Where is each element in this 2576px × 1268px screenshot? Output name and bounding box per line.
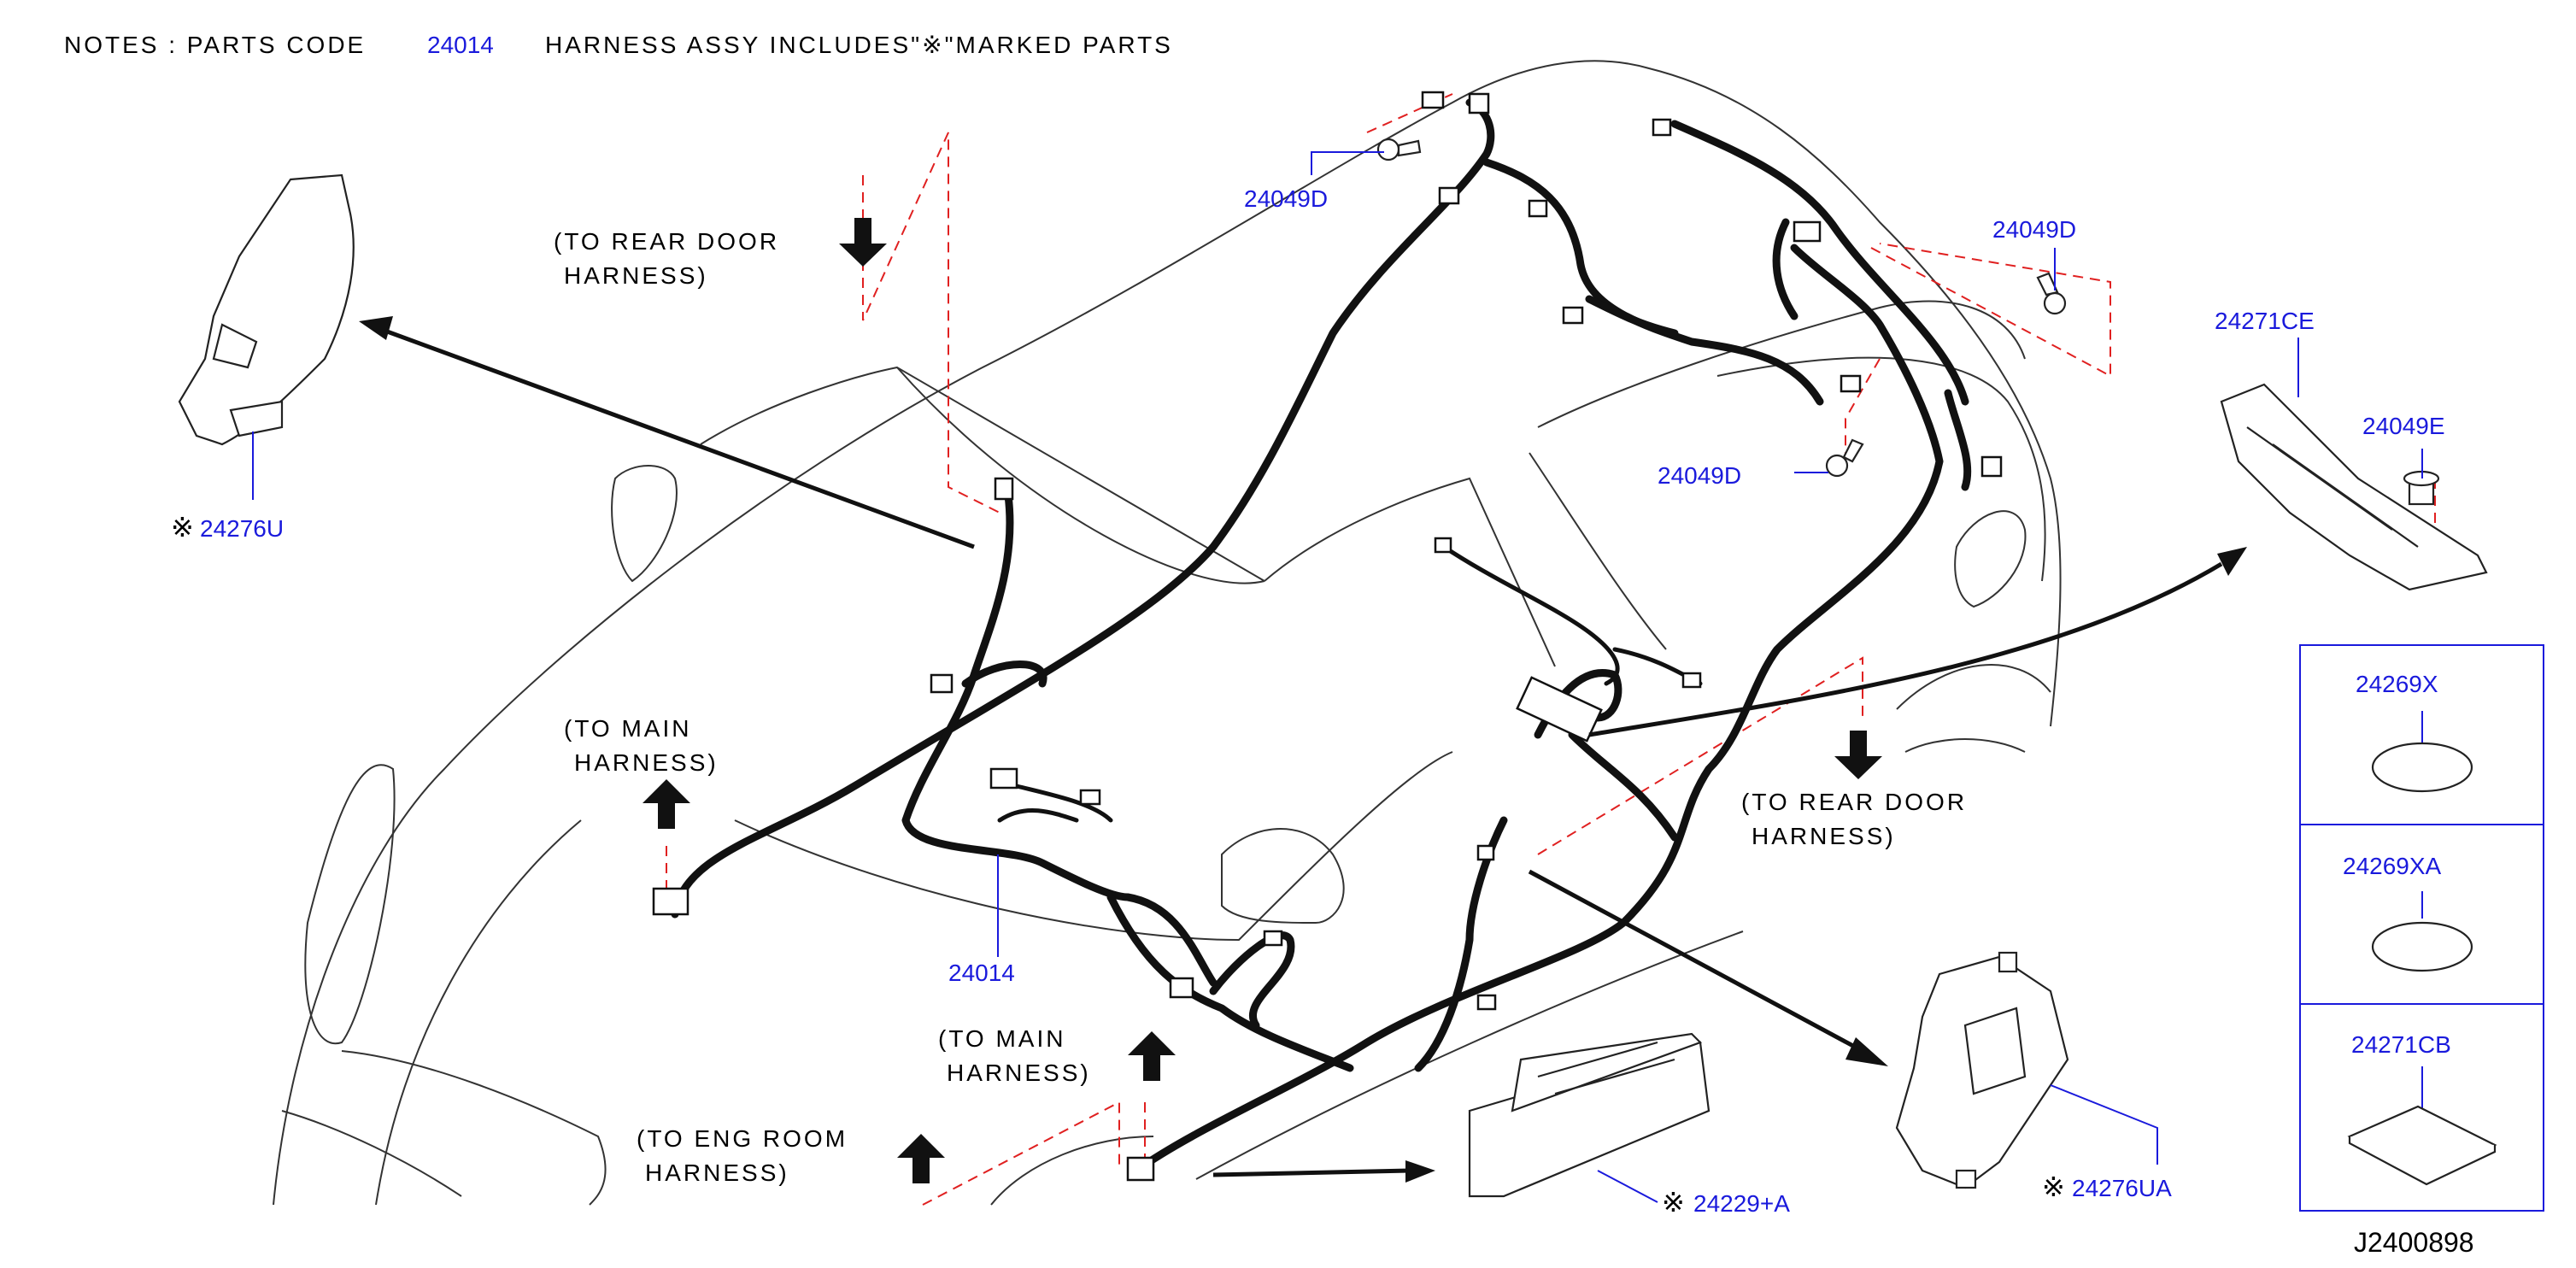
part-24271CE [2220, 383, 2488, 591]
label-24276UA: 24276UA [2072, 1175, 2172, 1201]
connector-mid-3 [1681, 672, 1702, 689]
part-leaders [252, 151, 2423, 1203]
bolt-24049D-a [1376, 138, 1422, 161]
notes-parts-code: 24014 [427, 32, 494, 58]
plug-24269XA [2371, 921, 2473, 972]
mark-24229A: ※ [1662, 1187, 1685, 1218]
to-main-1-line1: (TO MAIN [564, 715, 691, 742]
notes-prefix: NOTES : PARTS CODE [64, 32, 366, 58]
connector-cabin-6 [1476, 994, 1497, 1011]
arrow-head-to-24276U [359, 316, 393, 340]
connector-rear-4 [1980, 455, 2003, 478]
label-24049E: 24049E [2362, 413, 2445, 439]
connector-front-2 [930, 673, 954, 694]
label-24276U: 24276U [200, 515, 284, 542]
to-rear-door-1-line1: (TO REAR DOOR [554, 228, 779, 255]
arrow-head-to-24271CE [2217, 547, 2247, 576]
part-numbers: ※ 24276U 24049D 24049D 24049D 24271CE 24… [171, 185, 2445, 1218]
to-main-2-line2: HARNESS) [947, 1060, 1091, 1086]
clip-24049E [2403, 470, 2440, 506]
harness-connectors [652, 91, 2003, 1182]
to-rear-door-2-line2: HARNESS) [1752, 823, 1896, 849]
parts-panel: 24269X 24269XA 24271CB [2299, 644, 2544, 1212]
connector-rear-2 [1793, 220, 1822, 243]
parts-panel-frame [2299, 644, 2544, 1212]
notes-header: NOTES : PARTS CODE 24014 HARNESS ASSY IN… [64, 32, 1173, 58]
connector-cabin-4 [1263, 930, 1283, 947]
arrow-up-main-2 [1128, 1031, 1176, 1081]
connector-roof-4 [1528, 199, 1548, 218]
connector-roof-2 [1468, 92, 1490, 114]
label-24014: 24014 [948, 960, 1015, 986]
to-eng-room-line1: (TO ENG ROOM [637, 1125, 848, 1152]
label-24271CE: 24271CE [2215, 308, 2315, 334]
connector-cabin-3 [1169, 977, 1194, 999]
diagram-id: J2400898 [2354, 1227, 2474, 1258]
wiring-harness [671, 98, 1972, 1175]
connection-callouts: (TO REAR DOOR HARNESS) (TO MAIN HARNESS)… [554, 228, 1967, 1186]
connector-roof-1 [1421, 91, 1445, 109]
connector-mid-2 [1434, 537, 1452, 554]
part-24276UA [1895, 951, 2069, 1189]
car-body-outline [273, 60, 2062, 1206]
label-24269XA: 24269XA [2343, 853, 2442, 879]
arrow-down-rear-door-2 [1834, 731, 1882, 779]
label-24049D-c: 24049D [1658, 462, 1741, 489]
mark-24276UA: ※ [2042, 1171, 2065, 1202]
mark-24276U: ※ [171, 512, 194, 543]
to-rear-door-2-line1: (TO REAR DOOR [1741, 789, 1967, 815]
part-24229A [1468, 1032, 1710, 1198]
bolt-24049D-b [2036, 272, 2067, 315]
connector-rear-3 [1840, 374, 1862, 393]
notes-suffix: HARNESS ASSY INCLUDES"※"MARKED PARTS [545, 32, 1173, 58]
arrow-head-to-24229A [1405, 1160, 1435, 1183]
connector-eng-room [1126, 1156, 1155, 1182]
to-eng-room-line2: HARNESS) [645, 1159, 789, 1186]
connector-mid-1 [1562, 306, 1584, 325]
connector-roof-3 [1438, 186, 1460, 205]
to-main-1-line2: HARNESS) [574, 749, 719, 776]
connector-front-1 [994, 477, 1014, 501]
arrow-up-main-1 [643, 779, 690, 829]
label-24271CB: 24271CB [2351, 1031, 2451, 1058]
direction-arrows [359, 218, 2247, 1183]
connector-center-bracket [1516, 676, 1603, 743]
label-24049D-a: 24049D [1244, 185, 1328, 212]
arrow-down-rear-door-1 [839, 218, 887, 267]
bolt-24049D-c [1825, 438, 1864, 478]
label-24049D-b: 24049D [1992, 216, 2076, 243]
connector-cabin-2 [1079, 789, 1101, 806]
plug-24269X [2371, 742, 2473, 793]
dashed-guides [666, 93, 2436, 1206]
to-rear-door-1-line2: HARNESS) [564, 262, 708, 289]
connector-front-3 [652, 887, 689, 916]
connector-cabin-1 [989, 767, 1018, 790]
label-24229A: 24229+A [1693, 1190, 1790, 1217]
connector-rear-1 [1652, 118, 1672, 137]
part-24276U [178, 173, 355, 446]
connector-cabin-5 [1476, 844, 1495, 861]
arrow-head-to-24276UA [1845, 1037, 1888, 1066]
arrow-up-eng-room [897, 1134, 945, 1183]
label-24269X: 24269X [2356, 671, 2438, 697]
to-main-2-line1: (TO MAIN [938, 1025, 1065, 1052]
